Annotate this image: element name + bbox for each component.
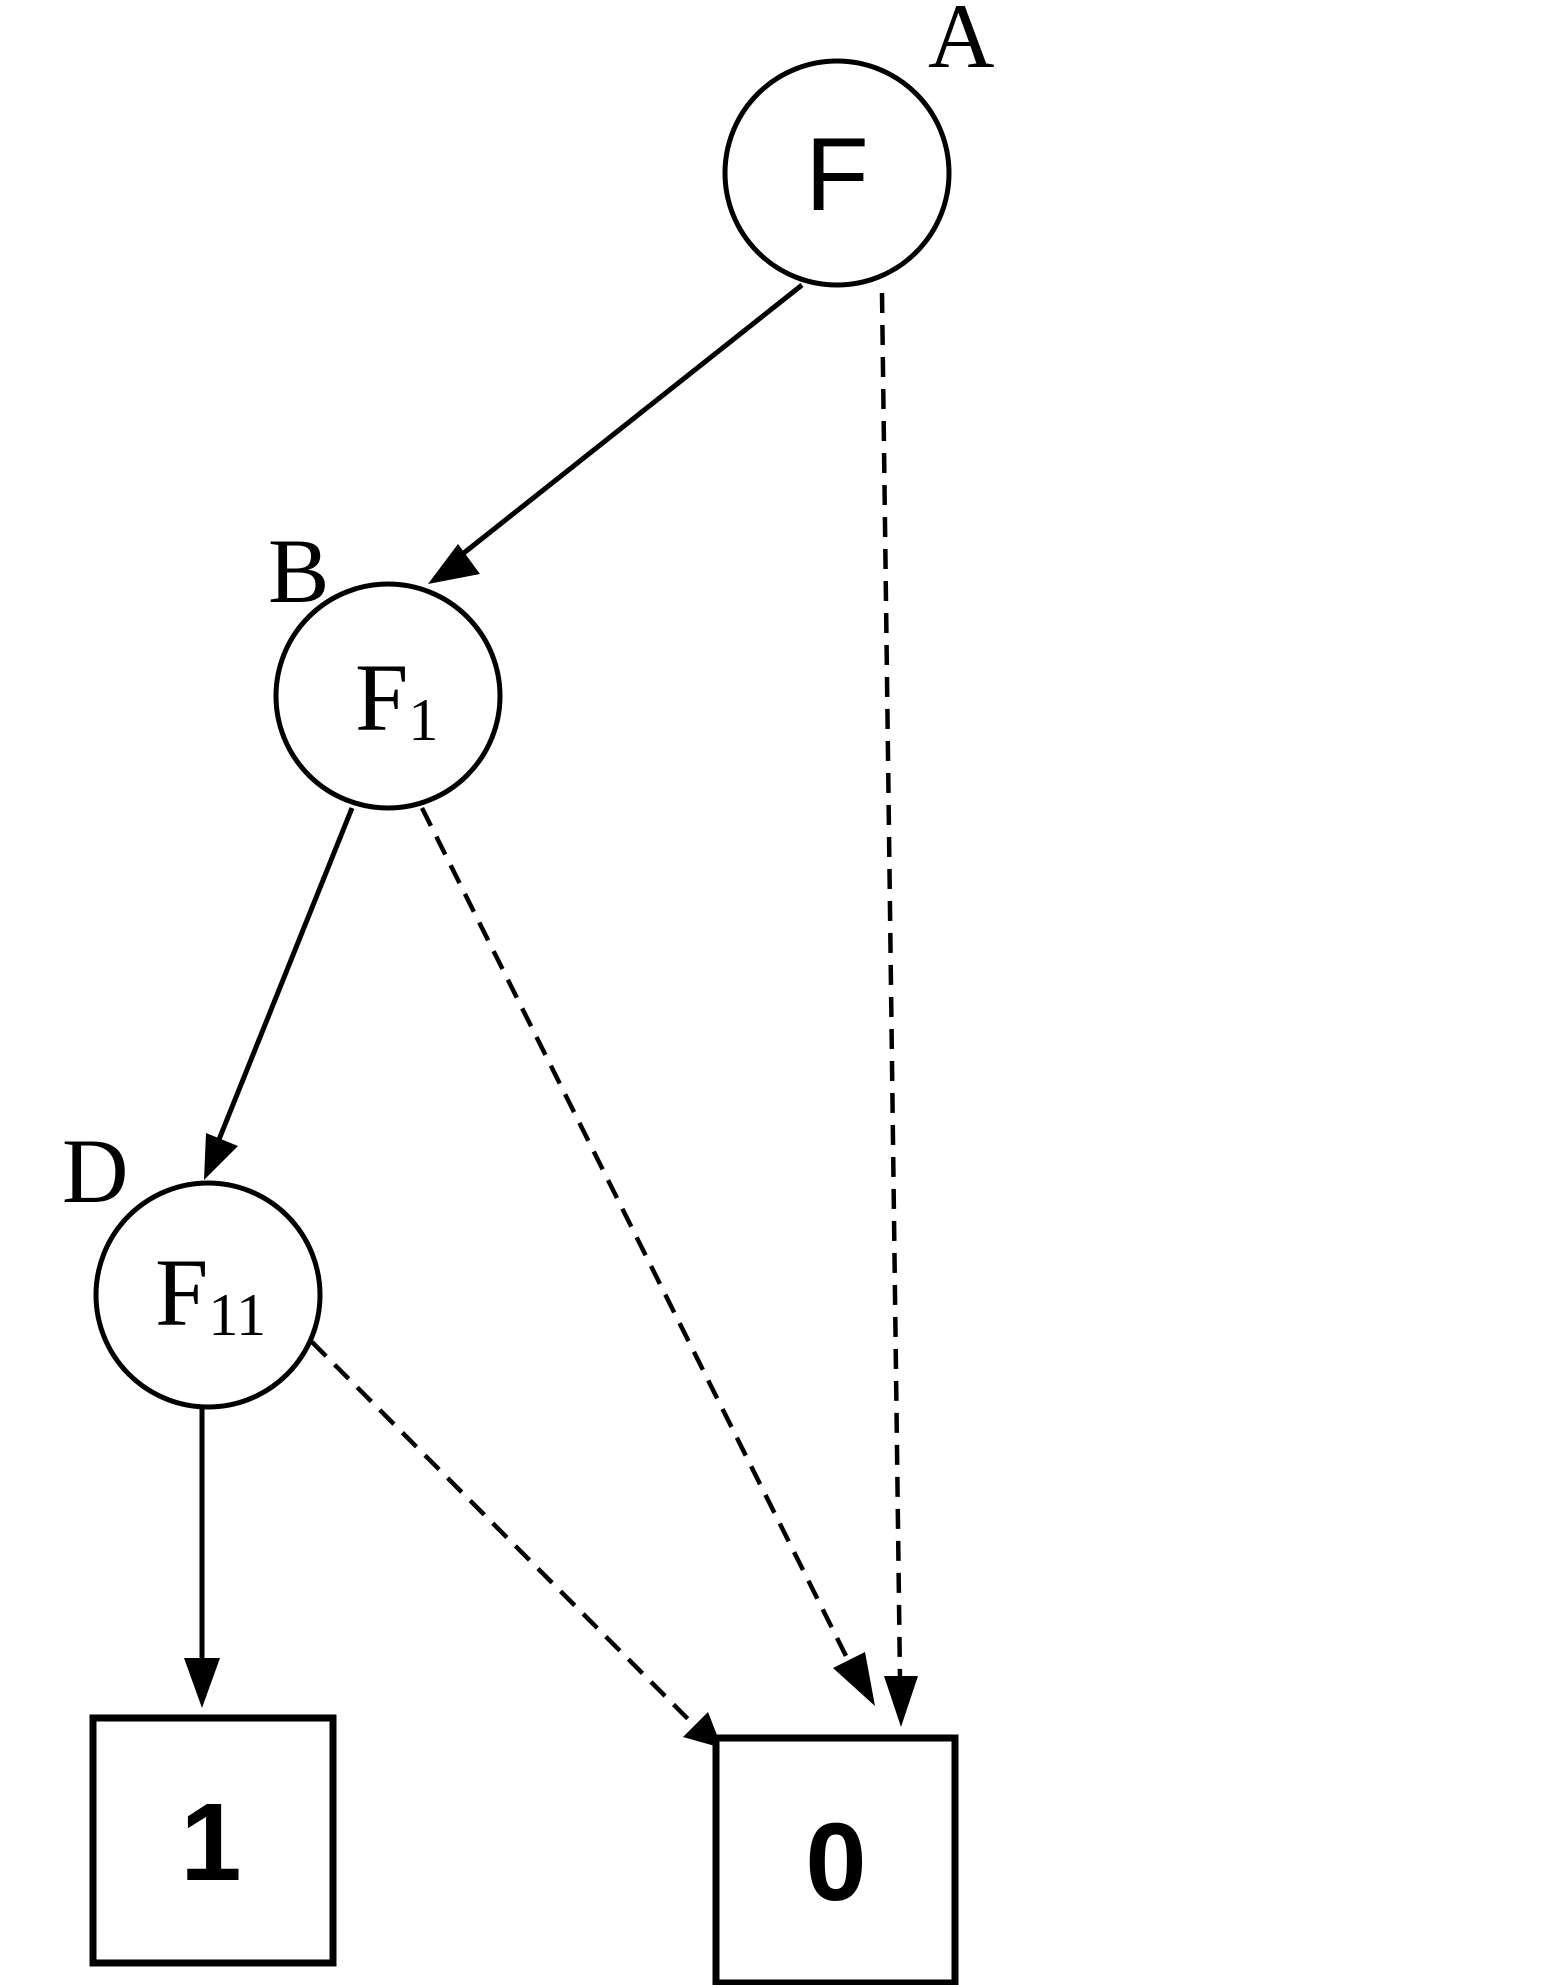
- node-a: A F: [722, 0, 994, 288]
- terminal-one-label: 1: [180, 1781, 241, 1904]
- terminal-one: 1: [89, 1714, 337, 1967]
- edge-d-0: [310, 1340, 697, 1728]
- edges: [184, 283, 918, 1748]
- edge-a-0: [879, 292, 903, 1681]
- arrowhead-b-0: [833, 1652, 875, 1706]
- arrowhead-d-0: [683, 1712, 722, 1748]
- node-a-corner-label: A: [928, 0, 994, 87]
- node-a-label: F: [805, 117, 869, 233]
- node-b-sub: 1: [408, 687, 438, 753]
- arrowhead-b-d: [204, 1133, 238, 1180]
- edge-b-0: [419, 806, 851, 1662]
- node-b-circle: [273, 581, 503, 811]
- terminal-zero-box: [712, 1734, 959, 1985]
- node-b: B F1: [268, 520, 503, 811]
- edge-b-d: [215, 807, 355, 1143]
- node-a-main: F: [805, 117, 869, 233]
- node-a-circle: [722, 58, 952, 288]
- arrowhead-a-b: [428, 544, 480, 584]
- arrowhead-d-1: [184, 1658, 220, 1708]
- arrowhead-a-0: [884, 1676, 918, 1727]
- node-b-corner-label: B: [268, 520, 329, 622]
- terminal-zero-label: 0: [805, 1801, 866, 1924]
- terminal-zero: 0: [712, 1734, 959, 1985]
- node-d-label: F11: [155, 1239, 266, 1348]
- node-d-circle: [93, 1180, 323, 1410]
- node-d: D F11: [62, 1120, 323, 1410]
- node-d-main: F: [155, 1239, 208, 1346]
- node-d-sub: 11: [208, 1282, 266, 1348]
- node-b-label: F1: [355, 644, 438, 753]
- node-d-corner-label: D: [62, 1120, 128, 1222]
- terminal-one-box: [89, 1714, 337, 1967]
- node-b-main: F: [355, 644, 408, 751]
- edge-a-b: [453, 283, 804, 562]
